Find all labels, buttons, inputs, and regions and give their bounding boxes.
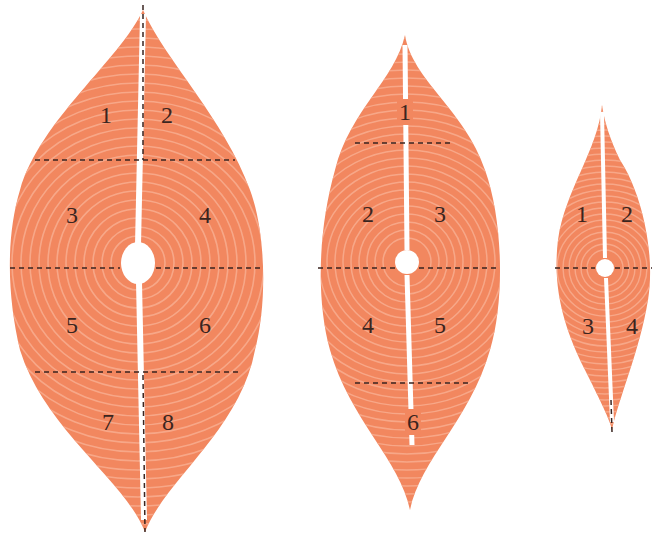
texture-ring	[159, 14, 655, 510]
callout-number: 1	[98, 102, 114, 128]
callout-number: 8	[160, 409, 176, 435]
callout-number: 6	[197, 312, 213, 338]
callout-number: 7	[100, 409, 116, 435]
small-steak	[431, 94, 655, 442]
backbone-hole	[596, 259, 614, 277]
texture-ring	[0, 0, 417, 535]
texture-ring	[443, 106, 655, 430]
texture-ring	[515, 178, 655, 358]
texture-ring	[207, 62, 607, 462]
texture-ring	[461, 124, 655, 412]
cut-line	[555, 268, 652, 432]
texture-ring	[0, 29, 372, 497]
texture-ring	[473, 136, 655, 400]
texture-ring	[0, 83, 318, 443]
callout-number: 5	[64, 312, 80, 338]
backbone-hole	[121, 242, 155, 284]
texture-ring	[491, 154, 655, 382]
callout-number: 4	[624, 313, 640, 339]
callout-number: 5	[432, 312, 448, 338]
texture-ring	[521, 184, 655, 352]
texture-ring	[503, 166, 655, 370]
texture-ring	[0, 56, 345, 470]
texture-ring	[533, 196, 655, 340]
cut-line	[318, 143, 500, 383]
callout-number: 4	[197, 202, 213, 228]
callout-number: 6	[405, 409, 421, 435]
texture-ring	[431, 94, 655, 442]
texture-ring	[497, 160, 655, 376]
texture-ring	[0, 101, 300, 425]
texture-ring	[479, 142, 655, 394]
texture-ring	[0, 74, 327, 452]
texture-ring	[509, 172, 655, 364]
texture-ring	[527, 190, 655, 346]
texture-ring	[467, 130, 655, 406]
steak-flesh	[321, 35, 500, 510]
texture-ring	[437, 100, 655, 436]
texture-ring	[151, 6, 655, 518]
steak-flesh	[10, 10, 263, 532]
texture-ring	[111, 236, 165, 290]
cut-line	[10, 5, 262, 532]
texture-ring	[199, 54, 615, 470]
callout-number: 1	[574, 201, 590, 227]
callout-number: 3	[432, 201, 448, 227]
texture-ring	[167, 22, 647, 502]
callout-number: 4	[360, 312, 376, 338]
callout-number: 2	[159, 102, 175, 128]
callout-number: 1	[397, 99, 413, 125]
callout-number: 2	[360, 201, 376, 227]
texture-ring	[449, 112, 655, 424]
texture-ring	[485, 148, 655, 388]
texture-ring	[455, 118, 655, 418]
backbone-hole	[395, 250, 419, 274]
texture-ring	[0, 92, 309, 434]
texture-ring	[0, 110, 291, 416]
flesh-texture	[151, 6, 655, 518]
callout-number: 3	[64, 202, 80, 228]
texture-ring	[0, 47, 354, 479]
texture-ring	[545, 208, 655, 328]
flesh-texture	[431, 94, 655, 442]
texture-ring	[0, 38, 363, 488]
callout-number: 3	[580, 313, 596, 339]
medium-steak	[151, 6, 655, 518]
callout-number: 2	[619, 201, 635, 227]
texture-ring	[0, 65, 336, 461]
